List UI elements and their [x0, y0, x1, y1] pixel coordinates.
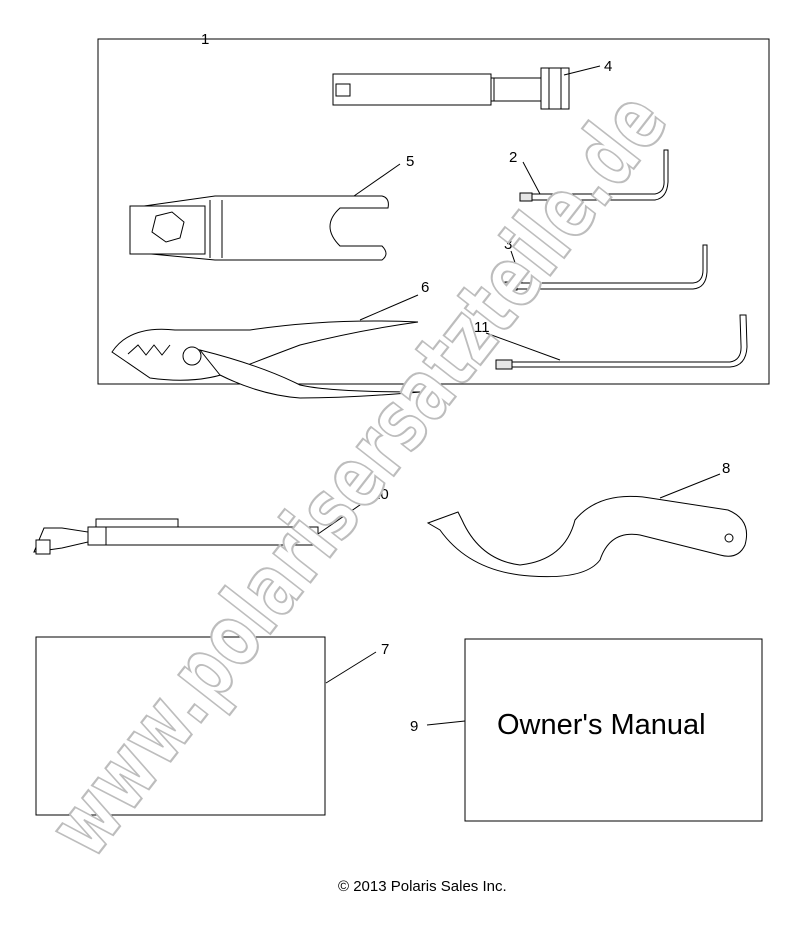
callout-10: 10	[372, 486, 389, 503]
owners-manual-text: Owner's Manual	[497, 709, 706, 741]
blank-manual	[35, 636, 326, 816]
hex-key-small	[519, 149, 669, 202]
callout-3: 3	[504, 236, 512, 253]
hex-key-large	[495, 314, 748, 370]
callout-2: 2	[509, 149, 517, 166]
callout-11: 11	[474, 319, 490, 336]
callout-9: 9	[410, 718, 418, 735]
fork-wrench	[129, 195, 389, 261]
callout-8: 8	[722, 460, 730, 477]
callout-1: 1	[201, 31, 209, 48]
pliers	[111, 320, 421, 399]
copyright: © 2013 Polaris Sales Inc.	[338, 878, 507, 895]
callout-6: 6	[421, 279, 429, 296]
callout-7: 7	[381, 641, 389, 658]
tool-kit-box	[97, 38, 770, 385]
leader-lines	[317, 65, 721, 726]
spanner-wrench	[426, 495, 748, 578]
owners-manual	[464, 638, 763, 822]
socket-tool	[332, 67, 570, 110]
callout-5: 5	[406, 153, 414, 170]
callout-4: 4	[604, 58, 612, 75]
tire-gauge	[33, 518, 319, 555]
hex-key-medium	[504, 244, 708, 291]
